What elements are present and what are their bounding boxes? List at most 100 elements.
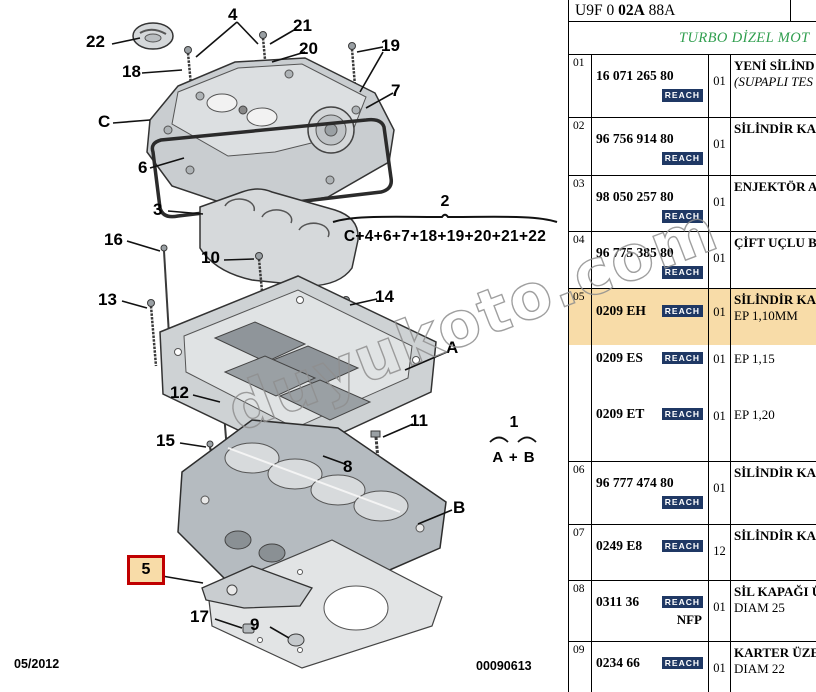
reach-badge[interactable]: REACH — [661, 266, 703, 279]
description-cell: KARTER ÜZE DIAM 22 — [731, 642, 816, 692]
quantity-cell: 01 01 01 — [709, 289, 731, 461]
description-line1: SİLİNDİR KA — [734, 121, 816, 136]
callout-8: 8 — [343, 457, 353, 476]
row-number: 02 — [569, 118, 592, 175]
vehicle-code-header: U9F 0 02A 88A — [569, 0, 816, 22]
description-line1: ÇİFT UÇLU B — [734, 235, 816, 250]
callout-7: 7 — [391, 81, 401, 100]
part-cell: 0234 66 REACH — [592, 642, 709, 692]
catalog-date: 05/2012 — [14, 657, 60, 671]
row-number: 08 — [569, 581, 592, 641]
reach-badge[interactable]: REACH — [661, 656, 703, 670]
table-row[interactable]: 08 0311 36 REACH NFP 01 SİL KAPAĞI Ü DIA… — [569, 581, 816, 642]
part-number: 0249 E8 — [596, 538, 643, 553]
row-number: 05 — [569, 289, 592, 461]
table-row[interactable]: 02 96 756 914 80 REACH 01 SİLİNDİR KA — [569, 118, 816, 176]
reach-badge[interactable]: REACH — [661, 351, 703, 365]
row-number: 04 — [569, 232, 592, 288]
part-cell: 98 050 257 80 REACH — [592, 176, 709, 231]
reach-badge[interactable]: REACH — [661, 496, 703, 509]
row-number: 03 — [569, 176, 592, 231]
vehicle-code-suffix: 88A — [644, 2, 676, 19]
reach-badge[interactable]: REACH — [661, 539, 703, 553]
cylinder-head-part — [177, 419, 447, 597]
camshaft-frame-part — [159, 275, 437, 457]
reach-badge[interactable]: REACH — [661, 210, 703, 223]
description-line1: ENJEKTÖR A — [734, 179, 816, 194]
parts-table: U9F 0 02A 88A TURBO DİZEL MOT 01 16 071 … — [568, 0, 816, 692]
description-cell: SİLİNDİR KA — [731, 462, 816, 524]
description-cell: SİL KAPAĞI Ü DIAM 25 — [731, 581, 816, 641]
part-cell: 96 775 385 80 REACH — [592, 232, 709, 288]
callout-18: 18 — [122, 62, 141, 81]
callout-19: 19 — [381, 36, 400, 55]
reach-badge[interactable]: REACH — [661, 595, 703, 609]
upper-carrier-part — [199, 188, 359, 287]
variant-spec: EP 1,10MM — [734, 308, 798, 323]
quantity: 01 — [709, 581, 731, 641]
description-line1: SİLİNDİR KA — [734, 465, 816, 480]
part-number: 0209 ES — [596, 350, 643, 365]
description-line1: YENİ SİLİND — [734, 58, 815, 73]
callout-6: 6 — [138, 158, 148, 177]
header-divider — [790, 0, 791, 21]
callout-C: C — [98, 112, 111, 131]
part-number: 0311 36 — [596, 594, 640, 609]
table-row[interactable]: 07 0249 E8 REACH 12 SİLİNDİR KA — [569, 525, 816, 581]
quantity: 01 — [713, 409, 726, 423]
table-row[interactable]: 03 98 050 257 80 REACH 01 ENJEKTÖR A — [569, 176, 816, 232]
figure-number: 00090613 — [476, 659, 532, 673]
description-line2: DIAM 22 — [734, 661, 785, 676]
table-row[interactable]: 01 16 071 265 80 REACH 01 YENİ SİLİND (S… — [569, 55, 816, 118]
vehicle-code-bold: 02A — [618, 2, 645, 19]
callout-4: 4 — [228, 5, 238, 24]
quantity: 01 — [709, 232, 731, 288]
callout-5-highlight-box: 5 — [127, 555, 165, 585]
vehicle-code-prefix: U9F 0 — [575, 2, 619, 19]
reach-badge[interactable]: REACH — [661, 89, 703, 102]
quantity: 01 — [709, 176, 731, 231]
reach-badge[interactable]: REACH — [661, 152, 703, 165]
description-cell: YENİ SİLİND (SUPAPLI TES — [731, 55, 816, 117]
reach-badge[interactable]: REACH — [661, 407, 703, 421]
part-cell: 16 071 265 80 REACH — [592, 55, 709, 117]
reach-badge[interactable]: REACH — [661, 304, 703, 318]
callout-14: 14 — [375, 287, 394, 306]
part-number: 0209 ET — [596, 406, 645, 421]
callout-10: 10 — [201, 248, 220, 267]
description-cell: ENJEKTÖR A — [731, 176, 816, 231]
description-cell: SİLİNDİR KA — [731, 525, 816, 580]
part-number: 0234 66 — [596, 655, 640, 670]
bottom-plugs — [242, 623, 305, 647]
assembly-group-2: 2 C+4+6+7+18+19+20+21+22 — [330, 194, 560, 246]
quantity: 01 — [713, 305, 726, 319]
table-row[interactable]: 04 96 775 385 80 REACH 01 ÇİFT UÇLU B — [569, 232, 816, 289]
leader-lines — [111, 21, 453, 639]
callout-20: 20 — [299, 39, 318, 58]
part-number: 0209 EH — [596, 303, 646, 318]
callout-11: 11 — [410, 411, 428, 430]
description-cell: SİLİNDİR KA EP 1,10MM EP 1,15 EP 1,20 — [731, 289, 816, 461]
quantity: 01 — [709, 642, 731, 692]
valve-cover-part — [146, 57, 395, 212]
quantity: 01 — [709, 462, 731, 524]
section-title-band: TURBO DİZEL MOT — [569, 22, 816, 55]
variant-spec: EP 1,15 — [734, 351, 775, 366]
part-cell: 0249 E8 REACH — [592, 525, 709, 580]
part-cell: 96 777 474 80 REACH — [592, 462, 709, 524]
table-row-selected[interactable]: 05 0209 EH REACH 0209 ES REACH 0209 ET R… — [569, 289, 816, 462]
part-cell: 0311 36 REACH NFP — [592, 581, 709, 641]
callout-17: 17 — [190, 607, 209, 626]
callout-12: 12 — [170, 383, 189, 402]
row-number: 07 — [569, 525, 592, 580]
callout-21: 21 — [293, 16, 312, 35]
description-line2: (SUPAPLI TES — [734, 74, 813, 89]
variant-spec: EP 1,20 — [734, 407, 775, 422]
row-number: 06 — [569, 462, 592, 524]
callout-22: 22 — [86, 32, 105, 51]
table-row[interactable]: 09 0234 66 REACH 01 KARTER ÜZE DIAM 22 — [569, 642, 816, 692]
part-number: 96 775 385 80 — [596, 245, 674, 260]
table-row[interactable]: 06 96 777 474 80 REACH 01 SİLİNDİR KA — [569, 462, 816, 525]
quantity: 01 — [709, 118, 731, 175]
